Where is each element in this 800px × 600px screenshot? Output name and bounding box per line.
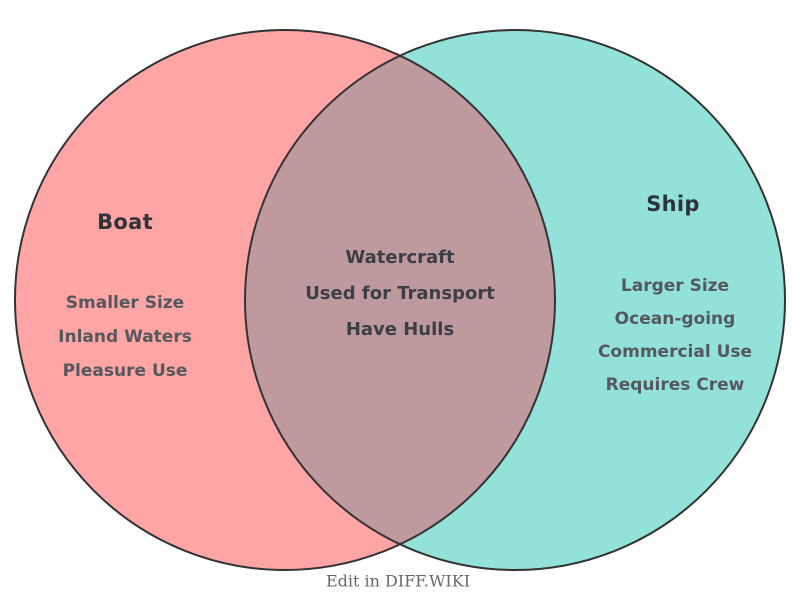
ship-circle-outline <box>244 29 786 571</box>
boat-item: Pleasure Use <box>62 361 188 381</box>
intersection-item: Used for Transport <box>305 283 495 304</box>
ship-item: Larger Size <box>620 276 730 296</box>
boat-circle-outline <box>14 29 556 571</box>
boat-title: Boat <box>97 210 153 234</box>
overlap-lens-fill <box>244 55 556 545</box>
boat-item: Inland Waters <box>58 327 192 347</box>
intersection-item: Have Hulls <box>345 319 455 340</box>
boat-item: Smaller Size <box>65 293 185 313</box>
boat-items: Smaller Size Inland Waters Pleasure Use <box>58 286 192 388</box>
ship-item: Commercial Use <box>597 342 753 362</box>
intersection-item: Watercraft <box>345 247 455 268</box>
ship-item: Ocean-going <box>614 309 736 329</box>
edit-in-diffwiki-link[interactable]: Edit in DIFF.WIKI <box>325 571 471 591</box>
ship-title: Ship <box>646 192 700 216</box>
ship-item: Requires Crew <box>605 375 745 395</box>
intersection-items: Watercraft Used for Transport Have Hulls <box>305 240 495 348</box>
ship-items: Larger Size Ocean-going Commercial Use R… <box>598 270 752 402</box>
